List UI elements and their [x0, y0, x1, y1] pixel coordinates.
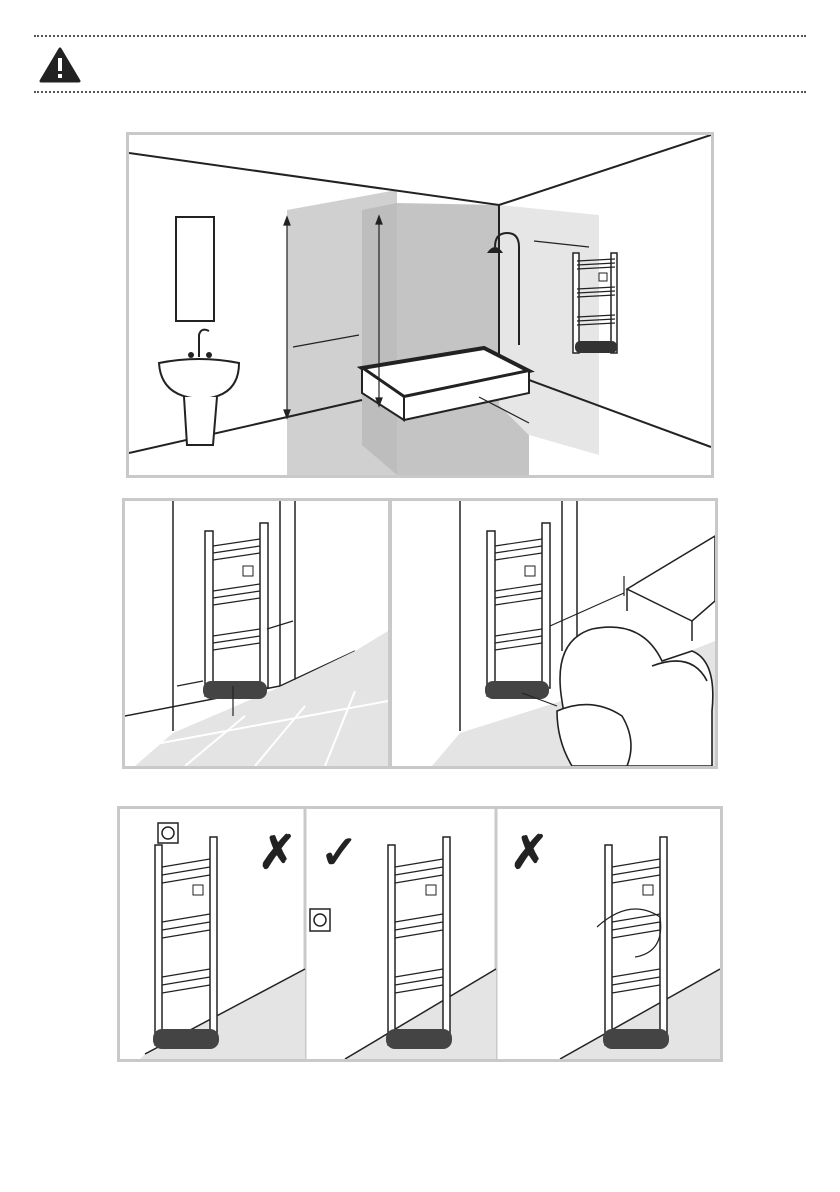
- incorrect-mark-1: ✗: [258, 829, 297, 875]
- wall-socket-icon: [158, 823, 178, 843]
- socket-position-figure: ✗ ✓ ✗: [117, 806, 723, 1062]
- clearance-wall-figure: [122, 498, 391, 769]
- clearance-furniture-figure: [389, 498, 718, 769]
- washbasin-icon: [159, 330, 239, 445]
- bathroom-zones-figure: [126, 132, 714, 478]
- wall-socket-icon: [310, 909, 330, 931]
- towel-radiator-icon: [485, 523, 550, 699]
- towel-radiator-icon: [203, 523, 268, 699]
- towel-radiator-icon: [153, 837, 219, 1049]
- warning-triangle-icon: [39, 47, 81, 88]
- dotted-rule-top: [34, 35, 806, 37]
- correct-mark: ✓: [320, 829, 359, 875]
- incorrect-mark-2: ✗: [510, 829, 549, 875]
- table-icon: [627, 536, 715, 641]
- armchair-icon: [557, 627, 713, 766]
- mirror-icon: [176, 217, 214, 321]
- dotted-rule-bottom: [34, 91, 806, 93]
